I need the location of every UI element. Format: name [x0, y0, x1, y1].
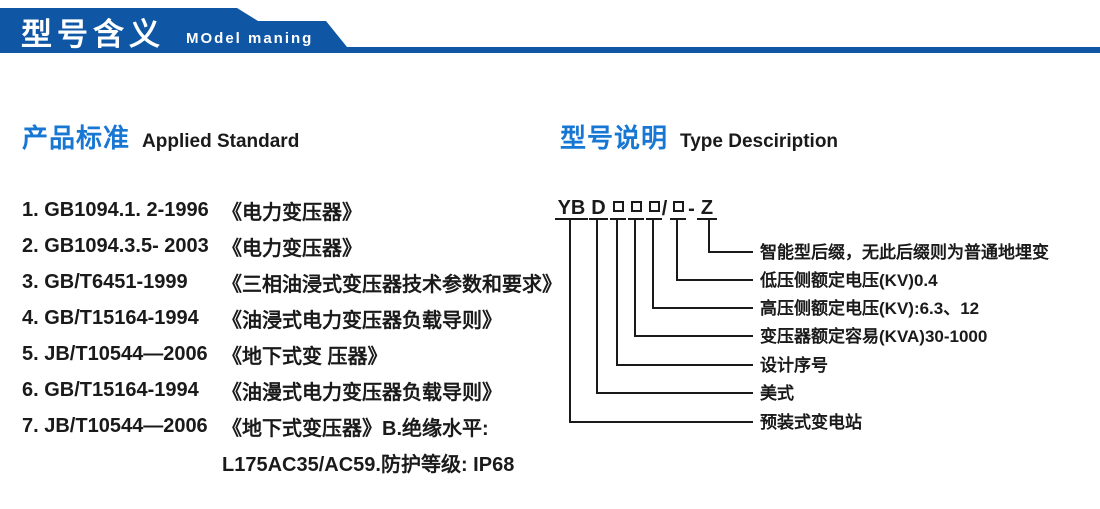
section-title-en: Applied Standard — [142, 131, 300, 152]
standard-name: 《三相油浸式变压器技术参数和要求》 — [222, 273, 562, 296]
model-code-slash: / — [661, 197, 668, 220]
diagram-label: 设计序号 — [760, 356, 828, 375]
banner-title: 型号含义 — [21, 17, 165, 52]
standard-name: 《地下式变 压器》 — [222, 345, 388, 368]
leader-line — [569, 220, 753, 423]
standard-code: 4. GB/T15164-1994 — [22, 306, 199, 329]
code-box-icon — [672, 201, 684, 212]
model-code-box — [610, 197, 626, 220]
section-header-type-description: 型号说明 Type Desciription — [560, 118, 838, 155]
standard-code: 3. GB/T6451-1999 — [22, 270, 188, 293]
banner-subtitle: MOdel maning — [186, 30, 314, 47]
model-code-box — [628, 197, 644, 220]
section-title-zh: 产品标准 — [22, 123, 131, 153]
standards-list: 1. GB1094.1. 2-1996 《电力变压器》 2. GB1094.3.… — [22, 192, 582, 480]
section-title-en: Type Desciription — [680, 131, 839, 152]
leader-line — [616, 220, 753, 366]
standard-name: 《油浸式电力变压器负载导则》 — [222, 309, 502, 332]
code-box-icon — [630, 201, 642, 212]
list-item: 5. JB/T10544—2006 《地下式变 压器》 — [22, 336, 582, 372]
diagram-label: 变压器额定容易(KVA)30-1000 — [760, 327, 988, 346]
standard-name: 《地下式变压器》B.绝缘水平: — [222, 417, 489, 440]
diagram-label: 低压侧额定电压(KV)0.4 — [760, 271, 938, 290]
section-header-applied-standard: 产品标准 Applied Standard — [22, 118, 299, 155]
diagram-label: 美式 — [760, 384, 794, 403]
model-code-prefix: YB — [555, 197, 588, 220]
standard-name: 《电力变压器》 — [222, 237, 362, 260]
list-item: 7. JB/T10544—2006 《地下式变压器》B.绝缘水平: — [22, 408, 582, 444]
leader-line — [708, 220, 753, 253]
model-code-dash: - — [688, 197, 695, 220]
standard-name: 《油漫式电力变压器负载导则》 — [222, 381, 502, 404]
code-box-icon — [612, 201, 624, 212]
model-code-suffix: Z — [697, 197, 717, 220]
list-item: 4. GB/T15164-1994 《油浸式电力变压器负载导则》 — [22, 300, 582, 336]
model-code-box — [670, 197, 686, 220]
diagram-label: 高压侧额定电压(KV):6.3、12 — [760, 299, 980, 318]
list-item: 1. GB1094.1. 2-1996 《电力变压器》 — [22, 192, 582, 228]
list-item-continuation: L175AC35/AC59.防护等级: IP68 — [22, 444, 582, 480]
banner-shape — [0, 8, 1100, 53]
section-title-zh: 型号说明 — [560, 123, 669, 153]
standard-name: 《电力变压器》 — [222, 201, 362, 224]
list-item: 3. GB/T6451-1999 《三相油浸式变压器技术参数和要求》 — [22, 264, 582, 300]
standard-code: 1. GB1094.1. 2-1996 — [22, 198, 209, 221]
model-code-box — [646, 197, 662, 220]
standard-code: 5. JB/T10544—2006 — [22, 342, 208, 365]
leader-line — [676, 220, 753, 281]
standard-code: 2. GB1094.3.5- 2003 — [22, 234, 209, 257]
leader-line — [652, 220, 753, 309]
list-item: 6. GB/T15164-1994 《油漫式电力变压器负载导则》 — [22, 372, 582, 408]
model-code-series: D — [589, 197, 608, 220]
diagram-label: 预装式变电站 — [760, 413, 862, 432]
leader-line — [634, 220, 753, 337]
list-item: 2. GB1094.3.5- 2003 《电力变压器》 — [22, 228, 582, 264]
code-box-icon — [648, 201, 660, 212]
leader-line — [596, 220, 753, 394]
standard-code: 7. JB/T10544—2006 — [22, 414, 208, 437]
standard-name: L175AC35/AC59.防护等级: IP68 — [222, 453, 515, 476]
diagram-label: 智能型后缀，无此后缀则为普通地埋变 — [760, 243, 1049, 262]
standard-code: 6. GB/T15164-1994 — [22, 378, 199, 401]
